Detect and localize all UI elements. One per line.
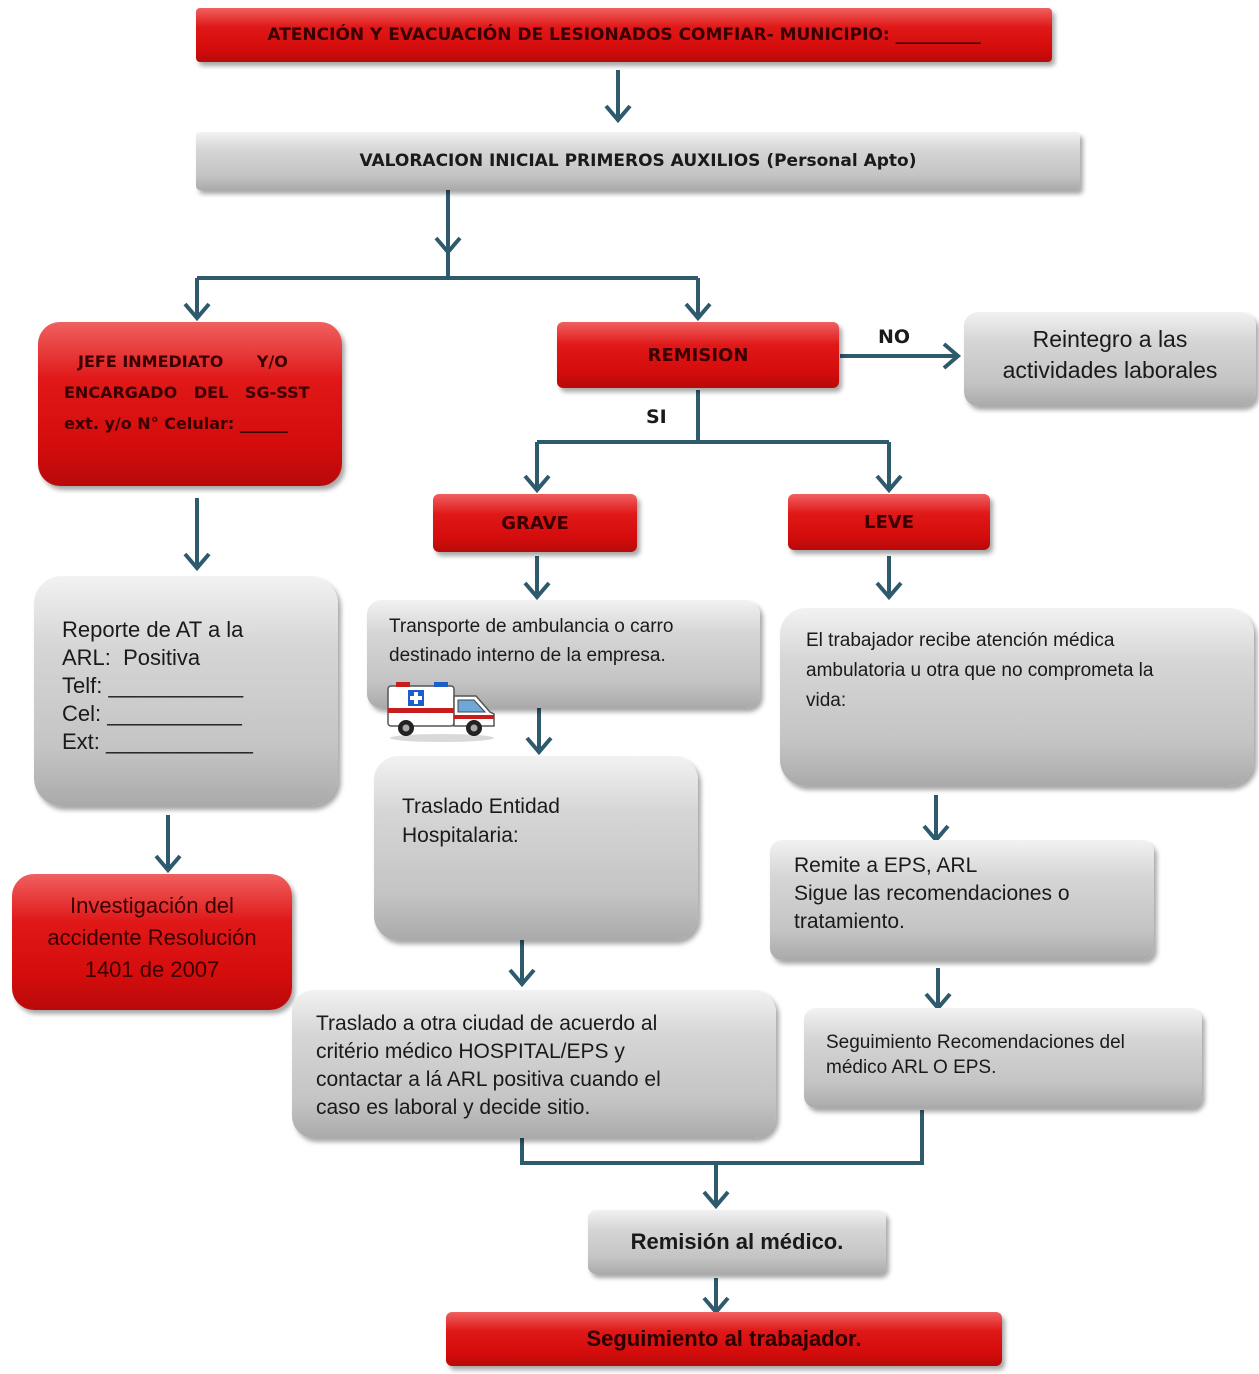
title-box: ATENCIÓN Y EVACUACIÓN DE LESIONADOS COMF… (196, 8, 1052, 62)
reporte-line5: Ext: ____________ (62, 729, 253, 754)
trabajador-box: El trabajador recibe atención médica amb… (780, 608, 1254, 786)
seguimiento-rec-line2: médico ARL O EPS. (826, 1057, 997, 1078)
investigacion-box: Investigación del accidente Resolución 1… (12, 874, 292, 1010)
valoracion-text: VALORACION INICIAL PRIMEROS AUXILIOS (Pe… (359, 151, 917, 171)
seguimiento-trab-text: Seguimiento al trabajador. (586, 1326, 862, 1351)
line-merge (520, 1110, 924, 1165)
grave-box: GRAVE (433, 494, 637, 552)
investigacion-line2: accidente Resolución (47, 925, 257, 950)
reintegro-line1: Reintegro a las (1032, 326, 1188, 352)
traslado-ciudad-line1: Traslado a otra ciudad de acuerdo al (316, 1012, 658, 1035)
seguimiento-rec-box: Seguimiento Recomendaciones del médico A… (804, 1008, 1202, 1108)
jefe-box: JEFE INMEDIATO Y/O ENCARGADO DEL SG-SST … (38, 322, 342, 486)
ambulance-icon (387, 682, 495, 742)
reporte-box: Reporte de AT a la ARL: Positiva Telf: _… (34, 576, 338, 806)
transporte-line1: Transporte de ambulancia o carro (389, 616, 674, 637)
investigacion-line1: Investigación del (70, 893, 234, 918)
remision-text: REMISION (647, 344, 749, 366)
remision-medico-box: Remisión al médico. (588, 1210, 886, 1274)
si-label: SI (646, 406, 667, 428)
remite-line2: Sigue las recomendaciones o (794, 882, 1070, 905)
traslado-ciudad-line2: critério médico HOSPITAL/EPS y (316, 1040, 625, 1063)
jefe-line1: JEFE INMEDIATO Y/O (78, 352, 288, 371)
trabajador-line1: El trabajador recibe atención médica (806, 630, 1115, 651)
remision-medico-text: Remisión al médico. (630, 1229, 844, 1254)
seguimiento-trab-box: Seguimiento al trabajador. (446, 1312, 1002, 1366)
reporte-line4: Cel: ___________ (62, 701, 242, 726)
investigacion-line3: 1401 de 2007 (84, 957, 220, 982)
trabajador-line3: vida: (806, 690, 847, 711)
traslado-hosp-line1: Traslado Entidad (402, 795, 560, 818)
reintegro-line2: actividades laborales (1002, 357, 1218, 383)
remision-box: REMISION (557, 322, 839, 388)
no-label: NO (878, 326, 911, 348)
leve-text: LEVE (864, 511, 914, 533)
jefe-line3: ext. y/o N° Celular: ______ (64, 414, 288, 433)
traslado-ciudad-line4: caso es laboral y decide sitio. (316, 1096, 591, 1119)
reporte-line1: Reporte de AT a la (62, 617, 244, 642)
reintegro-box: Reintegro a las actividades laborales (964, 312, 1256, 406)
remite-box: Remite a EPS, ARL Sigue las recomendacio… (770, 840, 1154, 960)
reporte-line2: ARL: Positiva (62, 645, 201, 670)
remite-line1: Remite a EPS, ARL (794, 854, 978, 877)
jefe-line2: ENCARGADO DEL SG-SST (64, 383, 310, 402)
trabajador-line2: ambulatoria u otra que no comprometa la (806, 660, 1154, 681)
valoracion-box: VALORACION INICIAL PRIMEROS AUXILIOS (Pe… (196, 132, 1080, 190)
traslado-ciudad-line3: contactar a lá ARL positiva cuando el (316, 1068, 661, 1091)
traslado-hosp-box: Traslado Entidad Hospitalaria: (374, 756, 698, 940)
traslado-ciudad-box: Traslado a otra ciudad de acuerdo al cri… (292, 990, 776, 1138)
grave-text: GRAVE (501, 512, 569, 534)
leve-box: LEVE (788, 494, 990, 550)
reporte-line3: Telf: ___________ (62, 673, 244, 698)
seguimiento-rec-line1: Seguimiento Recomendaciones del (826, 1032, 1125, 1053)
title-text: ATENCIÓN Y EVACUACIÓN DE LESIONADOS COMF… (267, 25, 981, 45)
remite-line3: tratamiento. (794, 910, 905, 933)
transporte-line2: destinado interno de la empresa. (389, 645, 666, 666)
traslado-hosp-line2: Hospitalaria: (402, 824, 519, 847)
